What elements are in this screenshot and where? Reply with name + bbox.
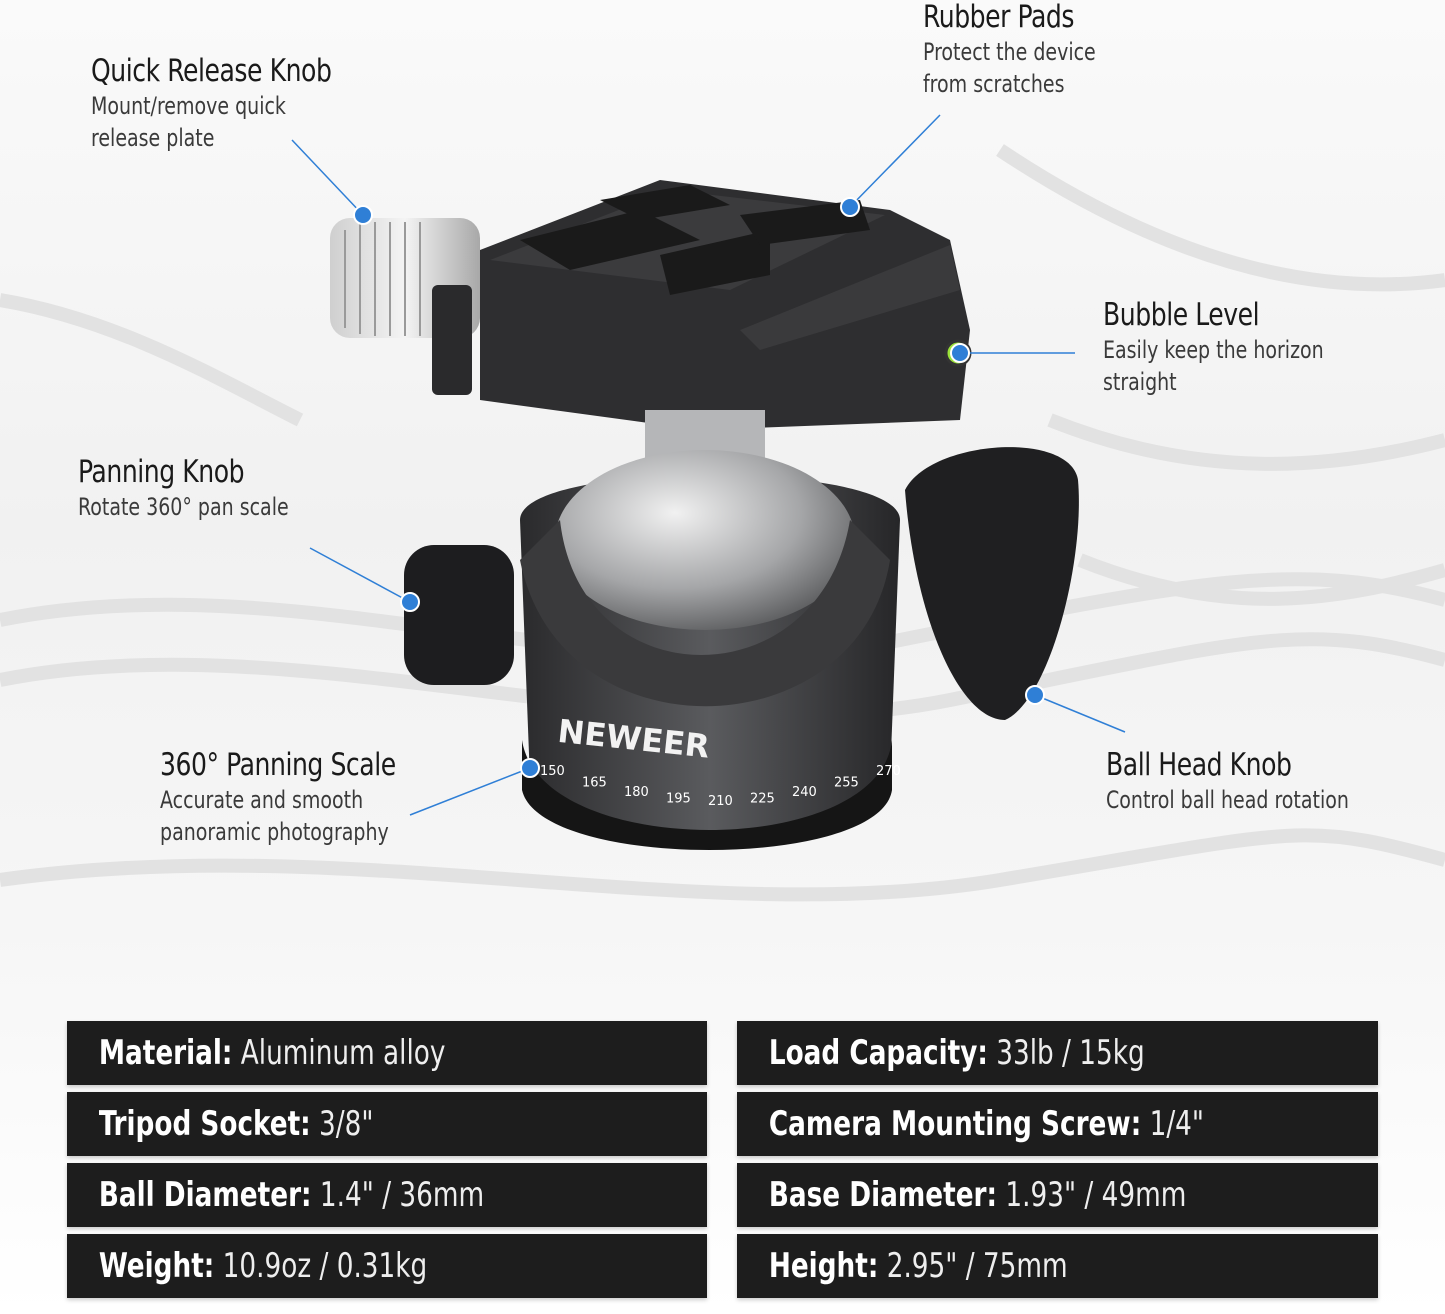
callout-title: 360° Panning Scale (160, 747, 396, 783)
callout-title: Ball Head Knob (1106, 747, 1292, 783)
spec-value: 1.93" / 49mm (1005, 1175, 1187, 1215)
callout-bubble-level: Bubble Level Easily keep the horizon str… (1103, 296, 1354, 398)
callout-title: Bubble Level (1103, 297, 1260, 333)
callout-desc: Mount/remove quick (91, 92, 286, 120)
spec-value: 2.95" / 75mm (886, 1246, 1068, 1286)
spec-camera-mounting-screw: Camera Mounting Screw: 1/4" (737, 1092, 1378, 1156)
spec-label: Weight: (98, 1246, 215, 1286)
spec-tripod-socket: Tripod Socket: 3/8" (67, 1092, 707, 1156)
callout-desc: from scratches (923, 70, 1065, 98)
callout-rubber-pads: Rubber Pads Protect the device from scra… (923, 0, 1119, 100)
scale-number: 225 (750, 792, 775, 807)
spec-load-capacity: Load Capacity: 33lb / 15kg (737, 1021, 1378, 1085)
scale-number: 195 (666, 792, 691, 807)
spec-label: Base Diameter: (768, 1175, 998, 1215)
scale-number: 255 (834, 775, 859, 790)
spec-label: Load Capacity: (768, 1033, 988, 1073)
callout-title: Panning Knob (78, 454, 245, 490)
callout-panning-scale: 360° Panning Scale Accurate and smooth p… (160, 746, 422, 848)
spec-value: 1/4" (1149, 1104, 1205, 1144)
spec-weight: Weight: 10.9oz / 0.31kg (67, 1234, 707, 1298)
scale-number: 240 (792, 785, 817, 800)
spec-value: 10.9oz / 0.31kg (222, 1246, 428, 1286)
spec-material: Material: Aluminum alloy (67, 1021, 707, 1085)
callout-desc: Protect the device (923, 38, 1096, 66)
spec-height: Height: 2.95" / 75mm (737, 1234, 1378, 1298)
spec-label: Camera Mounting Screw: (768, 1104, 1142, 1144)
callout-ball-head-knob: Ball Head Knob Control ball head rotatio… (1106, 746, 1382, 816)
spec-base-diameter: Base Diameter: 1.93" / 49mm (737, 1163, 1378, 1227)
spec-label: Ball Diameter: (98, 1175, 312, 1215)
callout-desc: Accurate and smooth (160, 786, 364, 814)
spec-ball-diameter: Ball Diameter: 1.4" / 36mm (67, 1163, 707, 1227)
scale-number: 210 (708, 794, 733, 809)
callout-desc: Easily keep the horizon (1103, 336, 1324, 364)
callout-panning-knob: Panning Knob Rotate 360° pan scale (78, 453, 317, 523)
callout-title: Rubber Pads (923, 0, 1075, 35)
callout-desc: Rotate 360° pan scale (78, 493, 289, 521)
spec-value: 1.4" / 36mm (319, 1175, 485, 1215)
scale-number: 150 (540, 764, 565, 779)
spec-value: 33lb / 15kg (996, 1033, 1145, 1073)
callout-quick-release-knob: Quick Release Knob Mount/remove quick re… (91, 52, 358, 154)
spec-value: 3/8" (319, 1104, 374, 1144)
callout-desc: straight (1103, 368, 1177, 396)
spec-label: Tripod Socket: (98, 1104, 311, 1144)
callout-title: Quick Release Knob (91, 53, 332, 89)
spec-value: Aluminum alloy (240, 1033, 446, 1073)
scale-number: 270 (876, 764, 901, 779)
spec-label: Height: (768, 1246, 879, 1286)
spec-label: Material: (98, 1033, 233, 1073)
scale-number: 180 (624, 785, 649, 800)
callout-desc: panoramic photography (160, 818, 389, 846)
callout-desc: release plate (91, 124, 215, 152)
callout-desc: Control ball head rotation (1106, 786, 1349, 814)
scale-number: 165 (582, 775, 607, 790)
